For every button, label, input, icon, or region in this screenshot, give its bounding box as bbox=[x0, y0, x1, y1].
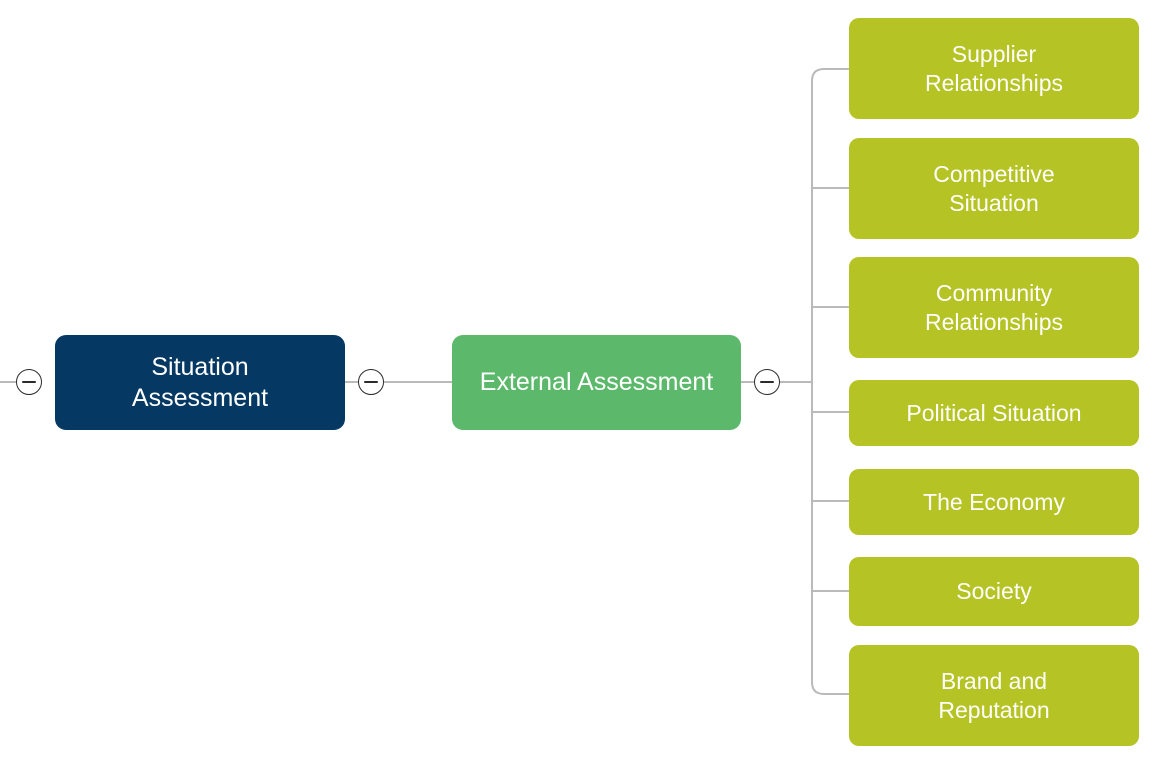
node-label-leaf-1: Supplier Relationships bbox=[924, 41, 1064, 96]
node-label-branch: External Assessment bbox=[479, 368, 714, 397]
connector-trunk bbox=[811, 68, 849, 695]
circle-minus-icon-root-left[interactable] bbox=[16, 369, 42, 395]
node-community-relationships[interactable]: Community Relationships bbox=[849, 257, 1139, 358]
node-external-assessment[interactable]: External Assessment bbox=[452, 335, 741, 430]
node-society[interactable]: Society bbox=[849, 557, 1139, 626]
circle-minus-icon-branch-right[interactable] bbox=[754, 369, 780, 395]
node-label-leaf-6: Society bbox=[956, 578, 1032, 605]
node-brand-and-reputation[interactable]: Brand and Reputation bbox=[849, 645, 1139, 746]
node-supplier-relationships[interactable]: Supplier Relationships bbox=[849, 18, 1139, 119]
node-the-economy[interactable]: The Economy bbox=[849, 469, 1139, 535]
node-competitive-situation[interactable]: Competitive Situation bbox=[849, 138, 1139, 239]
node-label-leaf-5: The Economy bbox=[923, 488, 1065, 515]
node-political-situation[interactable]: Political Situation bbox=[849, 380, 1139, 446]
node-situation-assessment[interactable]: Situation Assessment bbox=[55, 335, 345, 430]
node-label-root: Situation Assessment bbox=[131, 353, 269, 412]
circle-minus-icon-root-right[interactable] bbox=[358, 369, 384, 395]
node-label-leaf-4: Political Situation bbox=[906, 399, 1082, 426]
node-label-leaf-2: Competitive Situation bbox=[933, 161, 1055, 216]
node-label-leaf-7: Brand and Reputation bbox=[938, 668, 1050, 723]
node-label-leaf-3: Community Relationships bbox=[924, 280, 1064, 335]
